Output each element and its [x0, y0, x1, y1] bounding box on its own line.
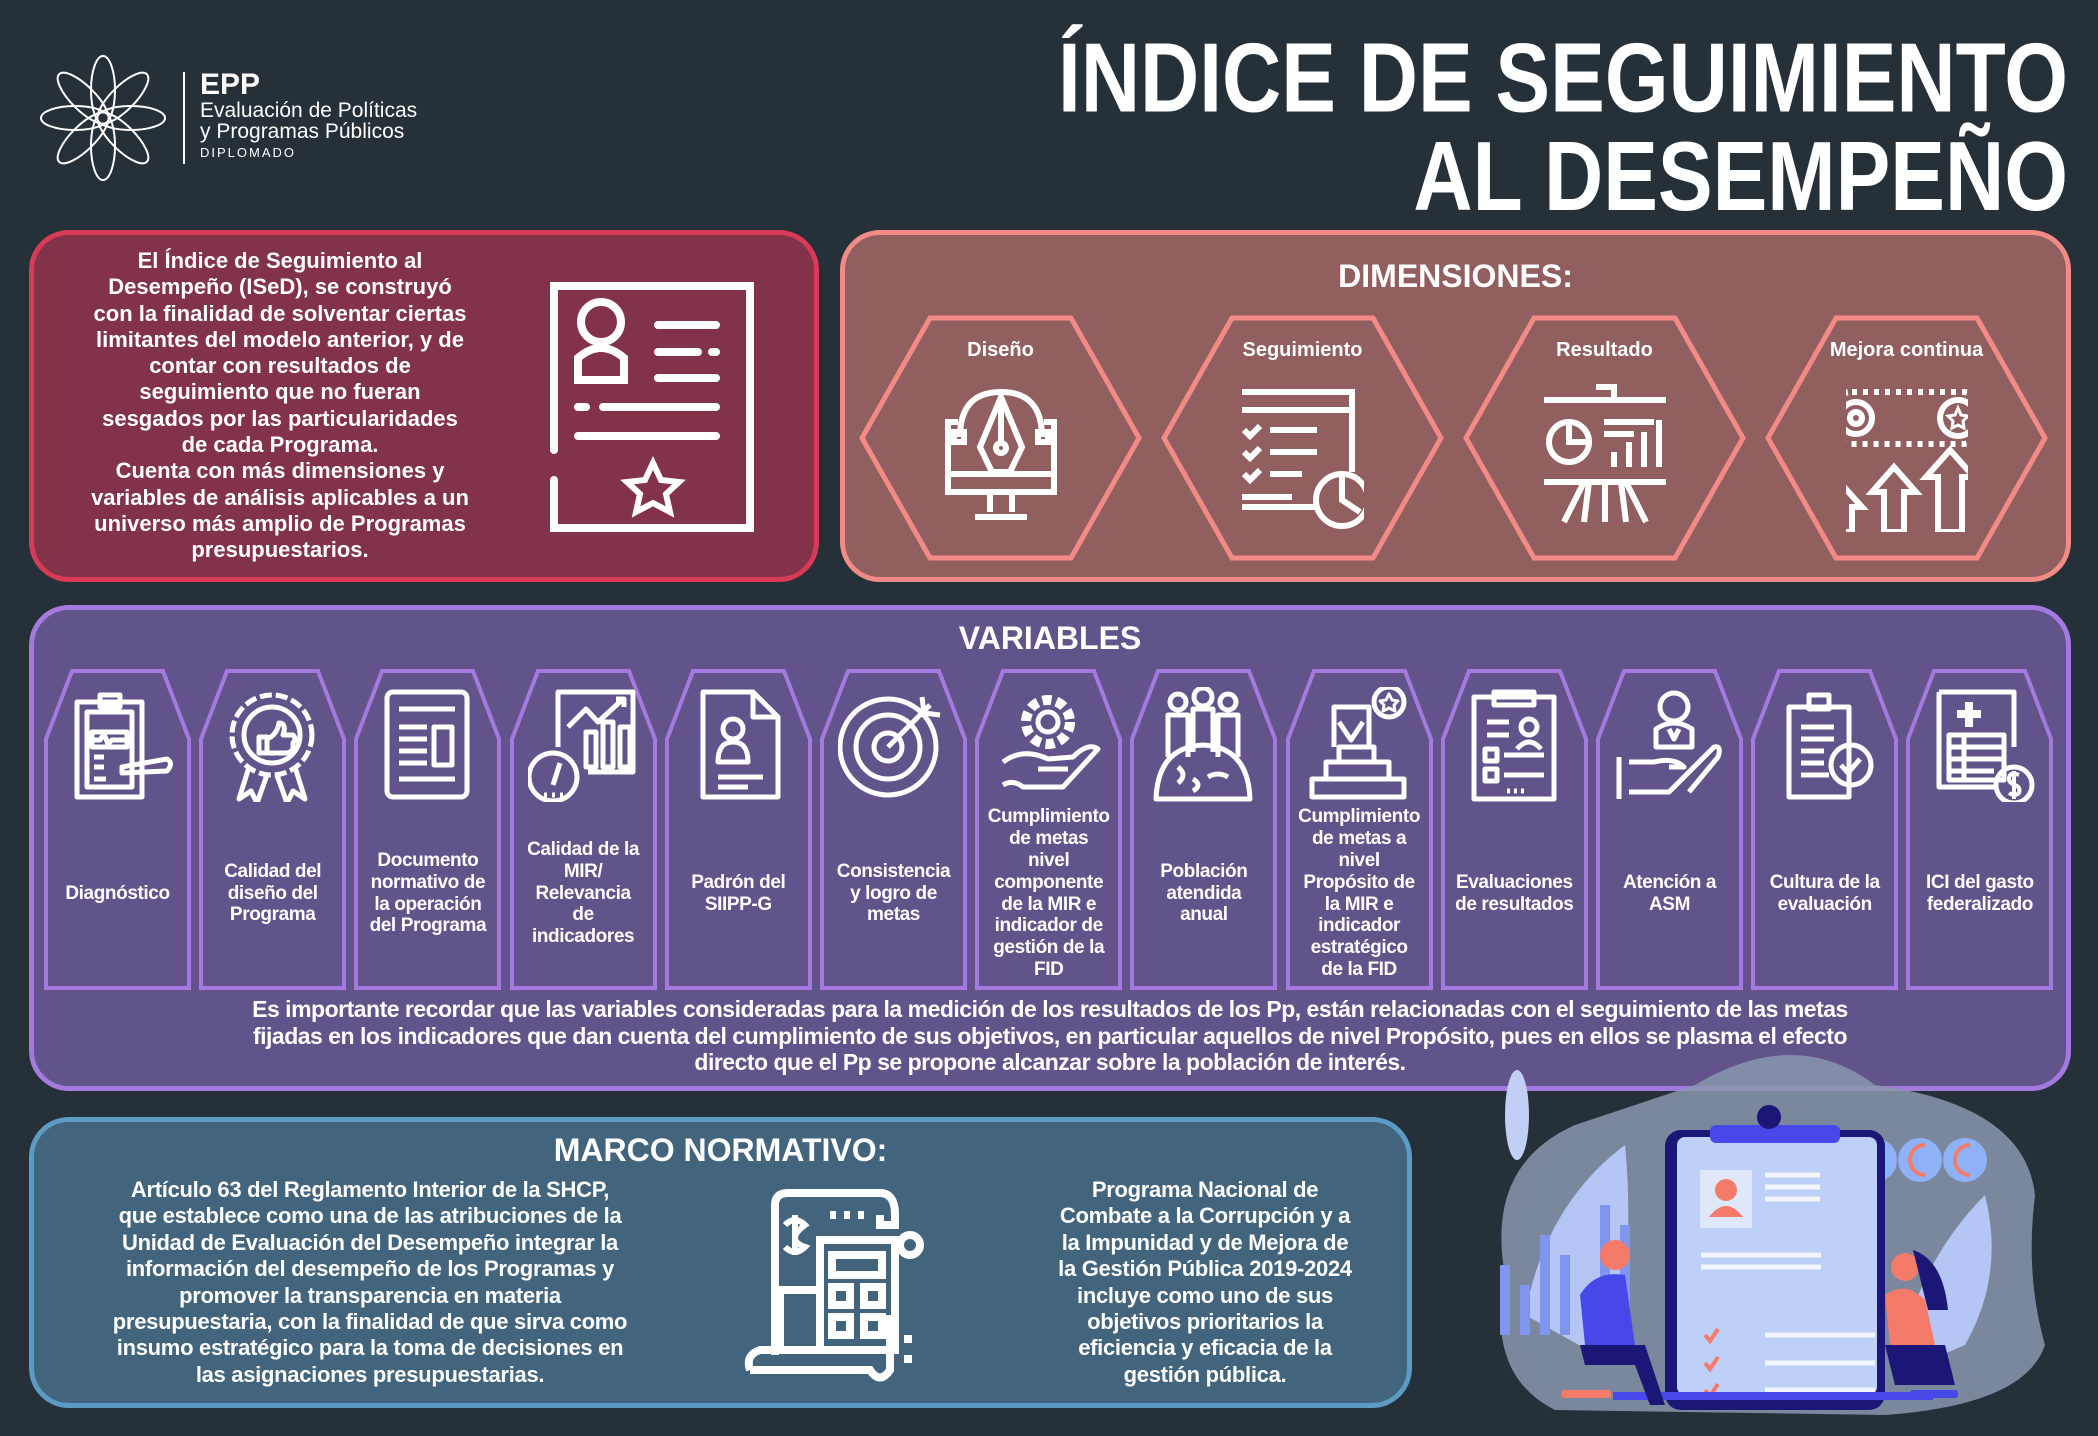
card-frame — [1440, 669, 1588, 990]
award-thumbs-up-icon — [229, 692, 315, 802]
clipboard-diagnosis-icon — [74, 692, 173, 800]
dimension-resultado: Resultado — [1462, 314, 1747, 562]
variable-card-cumplimiento-6: Cumplimiento de metas nivel componente d… — [975, 669, 1123, 990]
variable-card-cumplimiento-8: Cumplimiento de metas a nivel Propósito … — [1285, 669, 1433, 990]
clipboard-checklist-icon — [1471, 689, 1557, 802]
variable-card-ici-del-gasto-12: ICI del gasto federalizado — [1906, 669, 2054, 990]
variable-card-poblacion-7: Población atendida anual — [1130, 669, 1278, 990]
variable-card-consistencia-5: Consistencia y logro de metas — [820, 669, 967, 990]
card-frame — [199, 669, 347, 990]
marco-left-text: Artículo 63 del Reglamento Interior de l… — [112, 1177, 628, 1387]
variable-label: Diagnóstico — [65, 882, 170, 904]
gear-hand-icon — [1001, 695, 1101, 790]
dimensions-title: DIMENSIONES: — [1338, 258, 1573, 294]
variable-label: Población atendida anual — [1160, 860, 1248, 926]
page-title: ÍNDICE DE SEGUIMIENTO AL DESEMPEÑO — [1058, 24, 2068, 232]
target-icon — [838, 696, 941, 798]
variable-card-calidad-del-1: Calidad del diseño del Programa — [199, 669, 347, 990]
logo-line2: y Programas Públicos — [200, 120, 405, 143]
pen-monitor-icon — [945, 388, 1057, 520]
presentation-chart-icon — [1544, 384, 1666, 524]
variables-note: Es importante recordar que las variables… — [252, 996, 1848, 1075]
podium-star-icon — [1309, 687, 1407, 800]
variable-card-cultura-de-la-11: Cultura de la evaluación — [1751, 669, 1899, 990]
variable-label: Cumplimiento de metas a nivel Propósito … — [1298, 806, 1421, 980]
clipboard-check-icon — [1786, 692, 1874, 800]
certificate-profile-icon — [550, 282, 754, 532]
logo-divider — [183, 72, 185, 164]
logo-text: EPP Evaluación de Políticas y Programas … — [200, 68, 418, 161]
variable-label: Cumplimiento de metas nivel componente d… — [987, 806, 1110, 980]
epp-logo-icon — [40, 55, 166, 181]
logo-line1: Evaluación de Políticas — [200, 99, 418, 122]
document-icon — [384, 689, 470, 800]
hexagon-frame — [1463, 315, 1746, 561]
gear-arrows-up-icon — [1846, 389, 1968, 532]
evaluation-meeting-illustration — [1500, 1055, 2045, 1415]
people-globe-icon — [1153, 687, 1253, 802]
dimension-label: Mejora continua — [1829, 339, 1984, 361]
variable-card-padron-del-4: Padrón del SIIPP-G — [664, 669, 812, 990]
variable-label: Padrón del SIIPP-G — [691, 871, 786, 915]
table — [1613, 1392, 1933, 1400]
variable-card-evaluaciones-9: Evaluaciones de resultados — [1440, 669, 1588, 990]
variable-card-diagnostico-0: Diagnóstico — [44, 669, 191, 990]
variable-label: Atención a ASM — [1622, 871, 1717, 915]
dimension-diseno: Diseño — [858, 314, 1143, 562]
variable-label: Documento normativo de la operación del … — [369, 849, 487, 937]
intro-text: El Índice de Seguimiento al Desempeño (I… — [91, 248, 469, 563]
hexagon-frame — [1161, 315, 1444, 561]
card-frame — [1285, 669, 1433, 990]
variable-label: Calidad de la MIR/ Relevancia de indicad… — [527, 839, 640, 948]
variable-label: Calidad del diseño del Programa — [224, 860, 322, 926]
dimension-mejora-continua: Mejora continua — [1764, 314, 2049, 562]
variables-title: VARIABLES — [958, 620, 1142, 656]
woman-figure — [1885, 1250, 1958, 1398]
variable-card-documento-2: Documento normativo de la operación del … — [354, 669, 502, 990]
checklist-timer-icon — [1242, 389, 1364, 529]
dimension-seguimiento: Seguimiento — [1160, 314, 1445, 562]
title-line2: AL DESEMPEÑO — [1413, 122, 2068, 232]
variable-label: Cultura de la evaluación — [1769, 871, 1880, 915]
leaf-tall — [1505, 1070, 1529, 1160]
logo-brand: EPP — [200, 68, 261, 101]
dimension-label: Seguimiento — [1242, 339, 1363, 361]
logo-line3: DIPLOMADO — [200, 145, 297, 160]
man-figure — [1561, 1240, 1665, 1405]
card-frame — [1596, 669, 1743, 990]
marco-normativo-panel — [29, 1117, 1412, 1408]
card-frame — [44, 669, 191, 990]
variable-label: Evaluaciones de resultados — [1455, 871, 1574, 915]
marco-title: MARCO NORMATIVO: — [553, 1132, 888, 1168]
budget-calculator-icon — [744, 1189, 924, 1382]
hand-user-icon — [1616, 690, 1722, 799]
dimension-label: Resultado — [1556, 339, 1653, 361]
marco-right-text: Programa Nacional de Combate a la Corrup… — [1058, 1177, 1352, 1387]
clipboard-clip — [1710, 1125, 1840, 1143]
card-frame — [354, 669, 502, 990]
spreadsheet-dollar-icon — [1936, 689, 2035, 802]
variable-label: Consistencia y logro de metas — [836, 860, 951, 926]
variable-label: ICI del gasto federalizado — [1926, 871, 2034, 915]
title-line1: ÍNDICE DE SEGUIMIENTO — [1058, 24, 2068, 134]
variable-card-atencion-a-10: Atención a ASM — [1596, 669, 1743, 990]
user-file-icon — [700, 689, 781, 800]
dimension-label: Diseño — [967, 339, 1034, 361]
variable-card-calidad-de-la-3: Calidad de la MIR/ Relevancia de indicad… — [509, 669, 657, 990]
hexagon-frame — [1765, 315, 2048, 561]
card-frame — [1906, 669, 2054, 990]
chart-gauge-icon — [527, 689, 636, 802]
